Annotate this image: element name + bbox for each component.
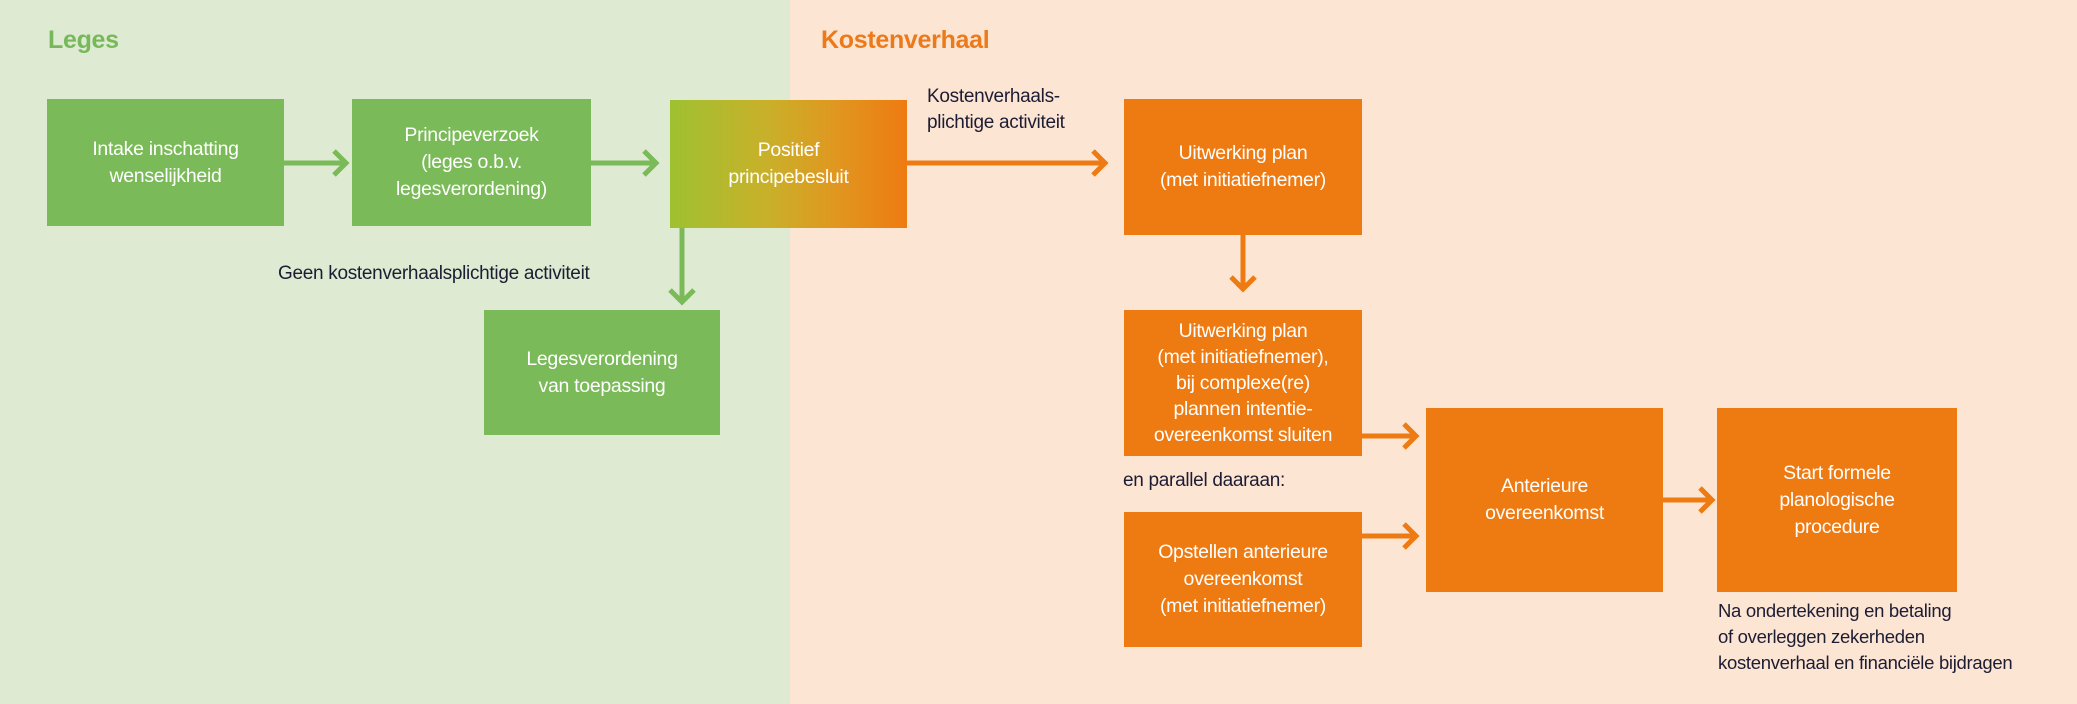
node-opstellen-anterieure: Opstellen anterieure overeenkomst (met i… xyxy=(1124,512,1362,647)
label-geen-kostenverhaalsplichtig: Geen kostenverhaalsplichtige activiteit xyxy=(278,263,590,284)
node-anterieure-label: Anterieure overeenkomst xyxy=(1485,475,1604,524)
label-kostenverhaalsplichtig: Kostenverhaals- plichtige activiteit xyxy=(927,86,1065,133)
node-uitwerking-plan: Uitwerking plan (met initiatiefnemer) xyxy=(1124,99,1362,235)
node-intake: Intake inschatting wenselijkheid xyxy=(47,99,284,226)
node-positief-label: Positief principebesluit xyxy=(728,139,849,188)
leges-section-title: Leges xyxy=(48,26,119,54)
node-uitwerking-plan-complex: Uitwerking plan (met initiatiefnemer), b… xyxy=(1124,310,1362,456)
node-uitwerking-label: Uitwerking plan (met initiatiefnemer) xyxy=(1159,142,1326,191)
node-uitwerking-complex-label: Uitwerking plan (met initiatiefnemer), b… xyxy=(1153,320,1333,446)
node-positief-principebesluit: Positief principebesluit xyxy=(670,100,907,228)
label-en-parallel: en parallel daaraan: xyxy=(1123,470,1285,491)
node-legesverordening-label: Legesverordening van toepassing xyxy=(526,347,678,397)
node-legesverordening: Legesverordening van toepassing xyxy=(484,310,720,435)
label-na-ondertekening: Na ondertekening en betaling of overlegg… xyxy=(1718,600,2013,673)
node-principeverzoek: Principeverzoek (leges o.b.v. legesveror… xyxy=(352,99,591,226)
node-intake-label: Intake inschatting wenselijkheid xyxy=(92,137,239,187)
node-principeverzoek-label: Principeverzoek (leges o.b.v. legesveror… xyxy=(396,124,547,200)
kostenverhaal-section-title: Kostenverhaal xyxy=(821,26,990,54)
node-anterieure-overeenkomst: Anterieure overeenkomst xyxy=(1426,408,1663,592)
node-start-formele-label: Start formele planologische procedure xyxy=(1779,461,1895,538)
node-opstellen-label: Opstellen anterieure overeenkomst (met i… xyxy=(1158,541,1328,617)
node-start-formele-procedure: Start formele planologische procedure xyxy=(1717,408,1957,592)
